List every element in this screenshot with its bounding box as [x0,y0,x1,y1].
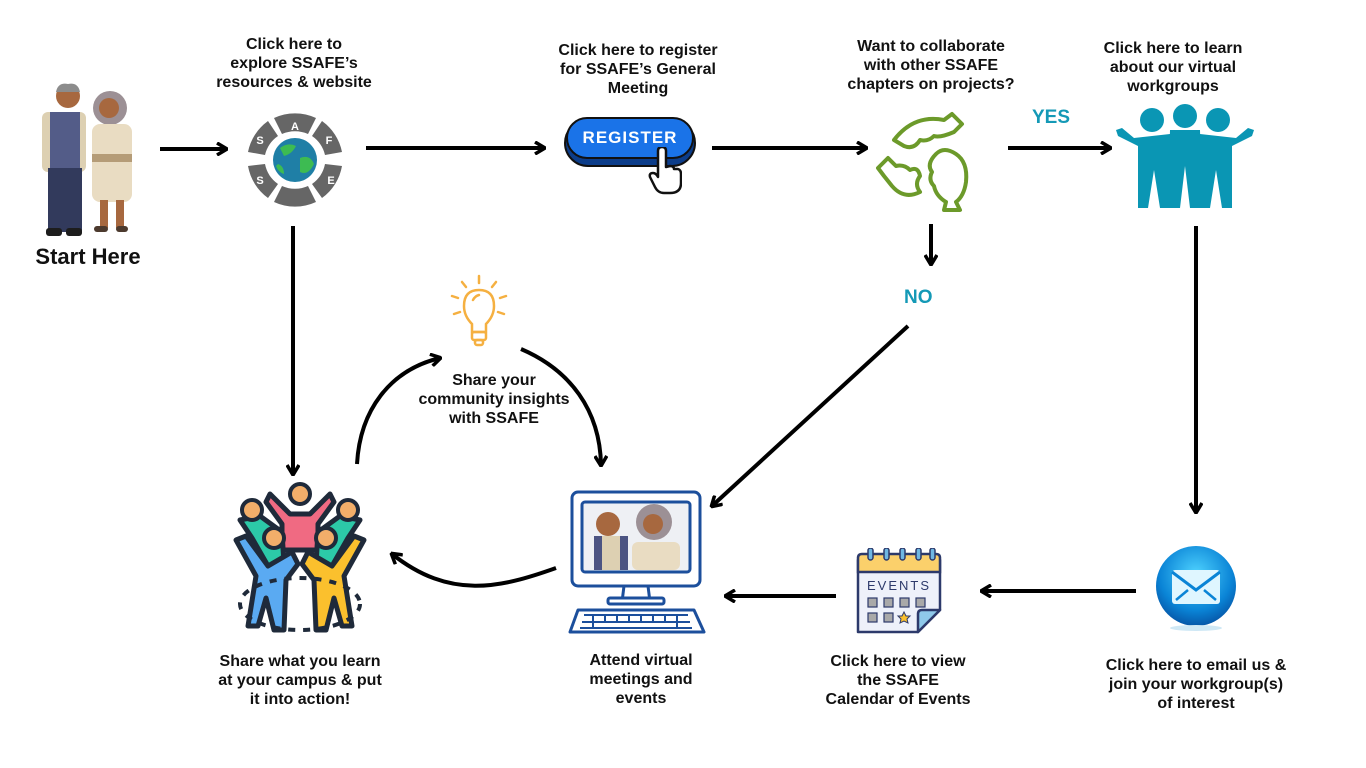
arrow-share-learn-to-insights [355,358,440,465]
attend-label: Attend virtual meetings and events [589,652,693,707]
calendar-link[interactable]: EVENTS [854,547,946,634]
collaborate-node [874,110,986,214]
logo-letter-f: F [326,135,333,147]
decision-no-label: NO [904,287,933,308]
logo-letter-a: A [291,121,299,133]
calendar-icon: EVENTS [856,547,942,634]
ssafe-logo-icon: A F E S S [248,113,342,207]
attend-node [568,490,708,634]
logo-letter-s1: S [256,135,263,147]
register-label: Click here to register for SSAFE’s Gener… [558,42,718,97]
logo-letter-e: E [327,175,334,187]
collaborate-label: Want to collaborate with other SSAFE cha… [847,38,1015,93]
workgroups-link[interactable] [1114,104,1256,212]
email-link[interactable] [1154,544,1238,632]
workgroups-label: Click here to learn about our virtual wo… [1103,40,1243,95]
calendar-events-text: EVENTS [867,578,931,593]
puzzle-hands-icon [876,112,969,212]
start-node [28,82,148,242]
lightbulb-icon [450,274,508,347]
share-learn-label: Share what you learn at your campus & pu… [218,653,382,708]
email-label: Click here to email us & join your workg… [1105,657,1287,712]
arrow-insights-to-attend [520,347,601,465]
decision-yes-label: YES [1032,107,1071,128]
explore-label: Click here to explore SSAFE’s resources … [216,36,372,91]
insights-label: Share your community insights with SSAFE [418,372,570,427]
hand-cursor-icon [648,147,682,195]
start-label: Start Here [35,244,141,269]
insights-node [448,274,510,356]
team-cheer-icon [233,482,367,633]
register-button-text: REGISTER [566,117,694,159]
explore-ssafe-logo-link[interactable]: A F E S S [240,106,350,214]
share-learn-node [232,480,368,636]
envelope-icon [1156,546,1236,631]
arrow-attend-to-share-learn [392,554,557,588]
group-people-icon [1116,104,1254,208]
computer-icon [568,490,706,634]
calendar-label: Click here to view the SSAFE Calendar of… [825,653,971,708]
arrow-no-to-attend [712,324,910,506]
logo-letter-s2: S [256,175,263,187]
register-button[interactable]: REGISTER [564,117,698,197]
elderly-couple-icon [42,83,132,236]
